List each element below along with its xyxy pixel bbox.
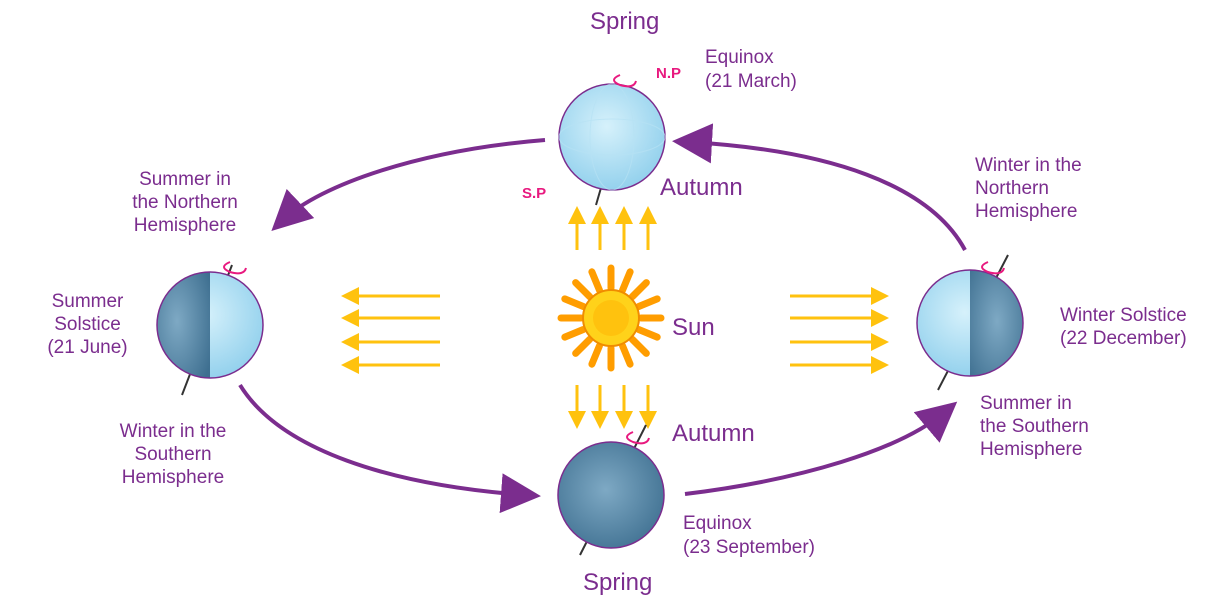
sun-petal	[632, 283, 646, 297]
sun-icon	[561, 268, 661, 368]
left-title: Summer Solstice (21 June)	[30, 290, 145, 359]
left-title-line: Summer	[30, 290, 145, 313]
bottom-season-below: Spring	[583, 569, 652, 597]
right-title-line: (22 December)	[1060, 327, 1187, 350]
right-north-note-line: Hemisphere	[975, 200, 1082, 223]
sun-petal	[576, 339, 590, 353]
rays-right	[790, 296, 880, 365]
earth-june-solstice	[150, 262, 263, 395]
right-south-note-line: Hemisphere	[980, 438, 1089, 461]
left-title-line: (21 June)	[30, 336, 145, 359]
south-pole-label: S.P	[522, 182, 546, 205]
north-pole-label: N.P	[656, 62, 681, 85]
earth-september-equinox	[558, 425, 664, 555]
rays-left	[350, 296, 440, 365]
left-south-note-line: Winter in the	[98, 420, 248, 443]
rotation-icon	[224, 262, 246, 273]
right-south-note-line: the Southern	[980, 415, 1089, 438]
bottom-season-above: Autumn	[672, 420, 755, 448]
right-title-line: Winter Solstice	[1060, 304, 1187, 327]
left-north-note-line: Summer in	[110, 168, 260, 191]
rays-down	[577, 385, 648, 420]
sun-petal	[622, 346, 630, 364]
orbit-arrow-top-left	[283, 140, 545, 220]
left-south-note-line: Hemisphere	[98, 466, 248, 489]
left-north-note-line: Hemisphere	[110, 214, 260, 237]
left-south-note-line: Southern	[98, 443, 248, 466]
left-south-note: Winter in the Southern Hemisphere	[98, 420, 248, 489]
sun-label: Sun	[672, 314, 715, 342]
right-south-note-line: Summer in	[980, 392, 1089, 415]
sun-petal	[639, 329, 657, 337]
right-title: Winter Solstice (22 December)	[1060, 304, 1187, 350]
rays-up	[577, 215, 648, 250]
left-north-note: Summer in the Northern Hemisphere	[110, 168, 260, 237]
top-season-below: Autumn	[660, 174, 743, 202]
sun-petal	[565, 299, 583, 307]
right-north-note-line: Winter in the	[975, 154, 1082, 177]
sun-petal	[592, 272, 600, 290]
right-south-note: Summer in the Southern Hemisphere	[980, 392, 1089, 461]
sun-petal	[639, 299, 657, 307]
top-season-above: Spring	[590, 8, 659, 36]
bottom-date-line1: Equinox	[683, 512, 752, 535]
bottom-date-line2: (23 September)	[683, 536, 815, 559]
right-north-note: Winter in the Northern Hemisphere	[975, 154, 1082, 223]
sun-petal	[592, 346, 600, 364]
rotation-icon	[614, 75, 636, 86]
earth-march-equinox	[559, 75, 665, 205]
orbit-arrow-left-bottom	[240, 385, 525, 495]
left-title-line: Solstice	[30, 313, 145, 336]
top-date-line2: (21 March)	[705, 70, 797, 93]
earth-december-solstice	[917, 255, 1030, 390]
top-date-line1: Equinox	[705, 46, 774, 69]
sun-petal	[632, 339, 646, 353]
sun-petal	[565, 329, 583, 337]
sun-petal	[576, 283, 590, 297]
sun-petal	[622, 272, 630, 290]
right-north-note-line: Northern	[975, 177, 1082, 200]
left-north-note-line: the Northern	[110, 191, 260, 214]
